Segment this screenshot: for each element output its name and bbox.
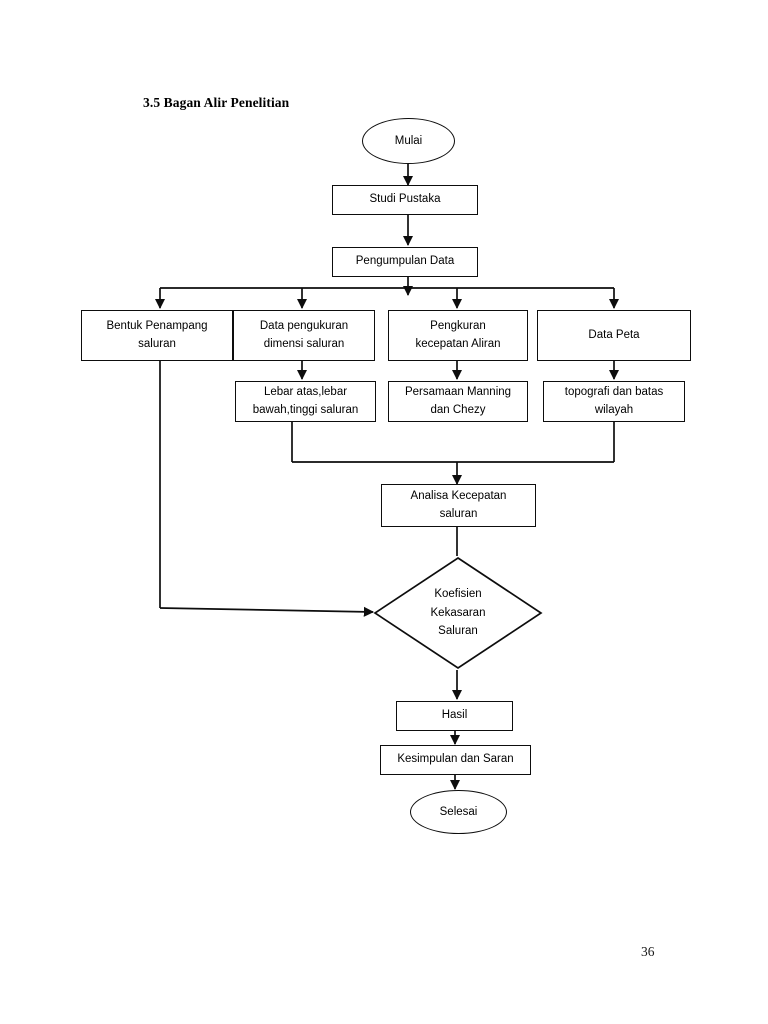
node-persamaan-manning-chezy-line2: dan Chezy — [430, 403, 486, 416]
node-persamaan-manning-chezy[interactable]: Persamaan Manning dan Chezy — [388, 381, 528, 422]
node-persamaan-manning-chezy-label: Persamaan Manning dan Chezy — [401, 384, 515, 419]
node-analisa-kecepatan-saluran-line1: Analisa Kecepatan — [410, 490, 507, 503]
node-analisa-kecepatan-saluran[interactable]: Analisa Kecepatan saluran — [381, 484, 536, 527]
node-pengukuran-kecepatan-aliran[interactable]: Pengkuran kecepatan Aliran — [388, 310, 528, 361]
node-data-pengukuran-dimensi-line1: Data pengukuran — [259, 320, 349, 333]
node-topografi-batas-wilayah[interactable]: topografi dan batas wilayah — [543, 381, 685, 422]
node-pengukuran-kecepatan-aliran-label: Pengkuran kecepatan Aliran — [411, 318, 504, 353]
node-studi-pustaka[interactable]: Studi Pustaka — [332, 185, 478, 215]
node-koefisien-kekasaran-saluran-label: Koefisien Kekasaran Saluran — [431, 585, 486, 641]
node-lebar-atas-bawah-tinggi-line1: Lebar atas,lebar — [263, 386, 348, 399]
node-lebar-atas-bawah-tinggi-line2: bawah,tinggi saluran — [252, 403, 359, 416]
node-kesimpulan-dan-saran[interactable]: Kesimpulan dan Saran — [380, 745, 531, 775]
node-bentuk-penampang-label: Bentuk Penampang saluran — [102, 318, 211, 353]
node-bentuk-penampang-line1: Bentuk Penampang — [106, 320, 208, 333]
node-koefisien-kekasaran-saluran[interactable]: Koefisien Kekasaran Saluran — [373, 556, 543, 670]
node-data-peta-label: Data Peta — [588, 328, 640, 341]
node-analisa-kecepatan-saluran-label: Analisa Kecepatan saluran — [407, 488, 511, 523]
node-koefisien-line2: Kekasaran — [430, 606, 486, 619]
node-koefisien-line1: Koefisien — [434, 588, 482, 601]
node-data-pengukuran-dimensi-label: Data pengukuran dimensi saluran — [256, 318, 352, 353]
node-studi-pustaka-label: Studi Pustaka — [369, 193, 441, 206]
node-end[interactable]: Selesai — [410, 790, 507, 834]
node-pengumpulan-data-label: Pengumpulan Data — [355, 255, 455, 268]
node-data-pengukuran-dimensi-line2: dimensi saluran — [263, 337, 345, 350]
node-start[interactable]: Mulai — [362, 118, 455, 164]
node-topografi-batas-wilayah-label: topografi dan batas wilayah — [561, 384, 667, 419]
node-start-label: Mulai — [394, 135, 423, 147]
node-end-label: Selesai — [439, 806, 478, 818]
node-koefisien-line3: Saluran — [438, 625, 478, 638]
node-bentuk-penampang[interactable]: Bentuk Penampang saluran — [81, 310, 233, 361]
node-persamaan-manning-chezy-line1: Persamaan Manning — [404, 386, 512, 399]
node-analisa-kecepatan-saluran-line2: saluran — [439, 507, 478, 520]
node-lebar-atas-bawah-tinggi-label: Lebar atas,lebar bawah,tinggi saluran — [249, 384, 363, 419]
page-title: 3.5 Bagan Alir Penelitian — [143, 95, 290, 110]
node-pengukuran-kecepatan-aliran-line2: kecepatan Aliran — [415, 337, 501, 350]
node-bentuk-penampang-line2: saluran — [138, 337, 176, 350]
node-pengukuran-kecepatan-aliran-line1: Pengkuran — [430, 320, 486, 333]
node-data-peta[interactable]: Data Peta — [537, 310, 691, 361]
node-kesimpulan-dan-saran-label: Kesimpulan dan Saran — [397, 753, 514, 766]
node-hasil-label: Hasil — [441, 709, 468, 722]
diamond-shape — [373, 556, 543, 670]
node-pengumpulan-data[interactable]: Pengumpulan Data — [332, 247, 478, 277]
node-topografi-batas-wilayah-line2: wilayah — [594, 403, 634, 416]
node-hasil[interactable]: Hasil — [396, 701, 513, 731]
node-lebar-atas-bawah-tinggi[interactable]: Lebar atas,lebar bawah,tinggi saluran — [235, 381, 376, 422]
node-topografi-batas-wilayah-line1: topografi dan batas — [564, 386, 664, 399]
node-data-pengukuran-dimensi[interactable]: Data pengukuran dimensi saluran — [233, 310, 375, 361]
page-number: 36 — [641, 944, 655, 959]
feedback-line-to-koefisien — [159, 606, 375, 617]
